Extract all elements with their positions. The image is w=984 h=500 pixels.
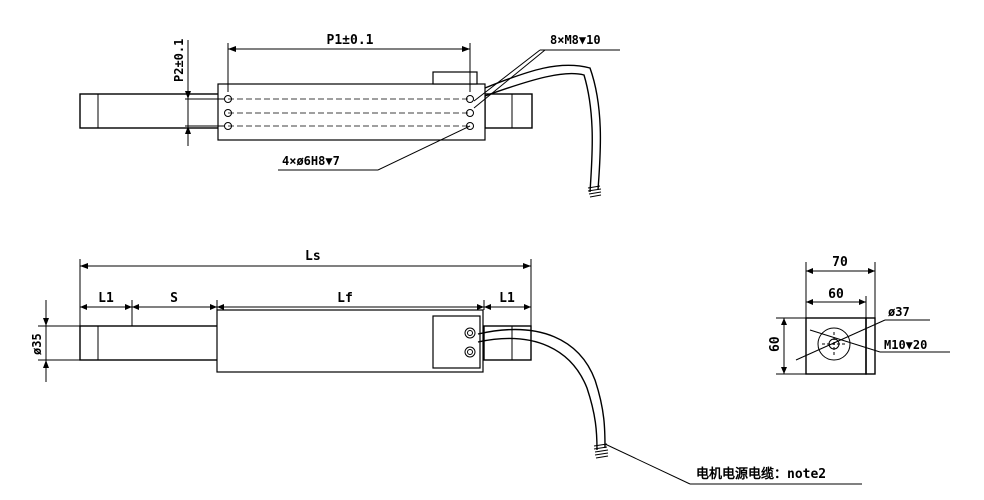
end-housing xyxy=(805,317,867,375)
end-flange xyxy=(865,317,876,375)
dim-height: 60 xyxy=(768,336,783,352)
side-cable-end xyxy=(593,443,609,459)
end-bore xyxy=(817,327,851,361)
top-shaft-right xyxy=(484,93,533,129)
top-holes xyxy=(224,95,474,130)
dim-thread: M10▼20 xyxy=(884,338,927,352)
callout-thread: 8×M8▼10 xyxy=(550,33,601,47)
dim-width-outer: 70 xyxy=(832,255,848,270)
dim-lf: Lf xyxy=(337,291,353,306)
dim-bore: ø37 xyxy=(888,305,910,319)
dim-diameter: ø35 xyxy=(30,333,44,355)
side-shaft-right xyxy=(483,325,532,361)
top-cable xyxy=(484,64,602,191)
top-housing xyxy=(217,83,486,141)
callout-pin: 4×ø6H8▼7 xyxy=(282,154,340,168)
side-connector-box xyxy=(432,315,481,369)
dim-ls: Ls xyxy=(305,249,321,264)
top-connector-block xyxy=(432,71,478,85)
side-shaft-left xyxy=(79,325,221,361)
dim-p1: P1±0.1 xyxy=(327,33,374,48)
side-view: Ls L1 S Lf L1 ø35 电机电源电缆：note2 xyxy=(30,249,862,485)
top-cable-end xyxy=(587,185,602,198)
dim-width-inner: 60 xyxy=(828,287,844,302)
cable-callout: 电机电源电缆：note2 xyxy=(696,466,826,482)
dim-l1-left: L1 xyxy=(98,291,114,306)
dim-s: S xyxy=(170,291,178,306)
top-view: P1±0.1 P2±0.1 8×M8▼10 4×ø6H8▼7 xyxy=(79,33,620,198)
dim-l1-right: L1 xyxy=(499,291,515,306)
end-view: 70 60 60 ø37 M10▼20 xyxy=(768,255,950,375)
dim-p2: P2±0.1 xyxy=(172,39,186,82)
side-cable xyxy=(477,328,606,449)
